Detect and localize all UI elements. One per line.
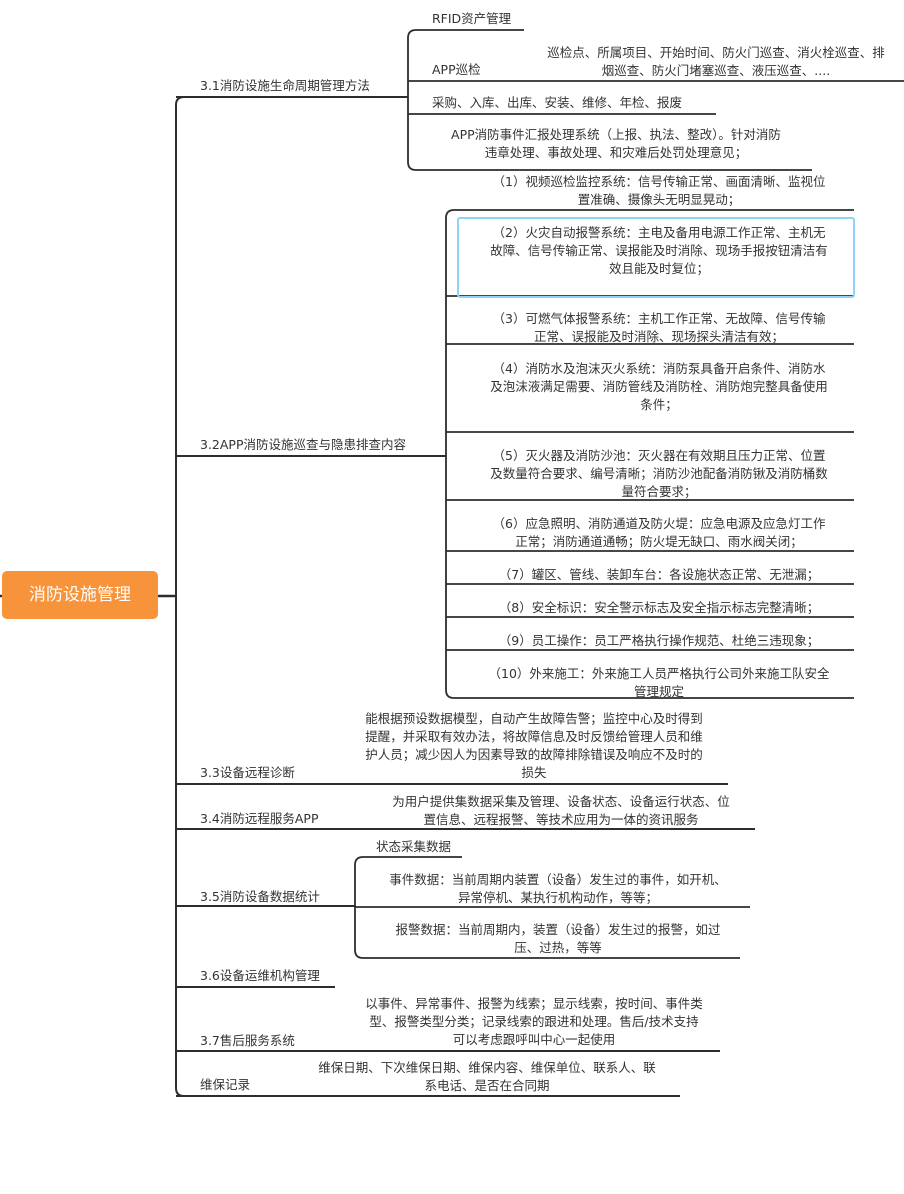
inspect-item[interactable]: （5）灭火器及消防沙池：灭火器在有效期且压力正常、位置及数量符合要求、编号清晰；… [490,448,828,499]
branch-3-3-label[interactable]: 3.3设备远程诊断 [200,765,295,780]
branch-3-1-label[interactable]: 3.1消防设施生命周期管理方法 [200,78,370,93]
sub-connector-item1 [445,209,854,456]
inspect-item[interactable]: （9）员工操作：员工严格执行操作规范、杜绝三违现象； [498,633,820,648]
app-inspect-text[interactable]: 巡检点、所属项目、开始时间、防火门巡查、消火栓巡查、排烟巡查、防火门堵塞巡查、液… [547,45,885,78]
branch-3-4-label[interactable]: 3.4消防远程服务APP [200,811,319,826]
alarm-data-node[interactable]: 报警数据：当前周期内，装置（设备）发生过的报警，如过压、过热，等等 [395,922,721,955]
inspect-item[interactable]: （6）应急照明、消防通道及防火堤：应急电源及应急灯工作正常；消防通道通畅；防火堤… [492,516,826,549]
maintenance-record-text[interactable]: 维保日期、下次维保日期、维保内容、维保单位、联系人、联系电话、是否在合同期 [318,1060,656,1093]
sub-connector-report [407,97,812,171]
after-sales-text[interactable]: 以事件、异常事件、报警为线索；显示线索，按时间、事件类型、报警类型分类；记录线索… [365,996,703,1047]
rfid-node[interactable]: RFID资产管理 [432,11,512,26]
event-data-node[interactable]: 事件数据：当前周期内装置（设备）发生过的事件，如开机、异常停机、某执行机构动作，… [389,872,727,905]
sub-connector-rfid [407,29,524,97]
inspect-item[interactable]: （7）罐区、管线、装卸车台：各设施状态正常、无泄漏； [498,567,820,582]
branch-3-5-label[interactable]: 3.5消防设备数据统计 [200,889,320,904]
inspect-item[interactable]: （3）可燃气体报警系统：主机工作正常、无故障、信号传输正常、误报能及时消除、现场… [492,311,826,344]
remote-service-text[interactable]: 为用户提供集数据采集及管理、设备状态、设备运行状态、位置信息、远程报警、等技术应… [392,794,730,827]
sub-connector-item10 [445,456,854,699]
remote-diagnosis-text[interactable]: 能根据预设数据模型，自动产生故障告警；监控中心及时得到提醒，并采取有效办法，将故… [365,711,703,780]
lifecycle-node[interactable]: 采购、入库、出库、安装、维修、年检、报废 [432,95,683,110]
main-spine-bottom [175,596,185,1097]
branch-3-2-label[interactable]: 3.2APP消防设施巡查与隐患排查内容 [200,437,407,452]
inspect-item[interactable]: （4）消防水及泡沫灭火系统：消防泵具备开启条件、消防水及泡沫液满足需要、消防管线… [490,361,828,412]
selection-highlight [457,217,855,298]
inspect-item[interactable]: （10）外来施工：外来施工人员严格执行公司外来施工队安全管理规定 [488,666,830,699]
root-node[interactable]: 消防设施管理 [2,571,158,619]
sub-connector-alarm [354,906,740,959]
main-spine-top [175,96,185,596]
inspect-item[interactable]: （2）火灾自动报警系统：主电及备用电源工作正常、主机无故障、信号传输正常、误报能… [490,225,828,276]
branch-3-6-label[interactable]: 3.6设备运维机构管理 [200,968,320,983]
inspect-item[interactable]: （1）视频巡检监控系统：信号传输正常、画面清晰、监视位置准确、摄像头无明显晃动； [492,174,826,207]
sub-connector-status [354,856,462,906]
inspect-item[interactable]: （8）安全标识：安全警示标志及安全指示标志完整清晰； [498,600,820,615]
maintenance-record-label[interactable]: 维保记录 [200,1077,251,1092]
branch-3-7-label[interactable]: 3.7售后服务系统 [200,1033,295,1048]
event-report-node[interactable]: APP消防事件汇报处理系统（上报、执法、整改）。针对消防违章处理、事故处理、和灾… [451,127,781,160]
status-data-node[interactable]: 状态采集数据 [376,839,452,854]
app-inspect-label[interactable]: APP巡检 [432,62,481,77]
